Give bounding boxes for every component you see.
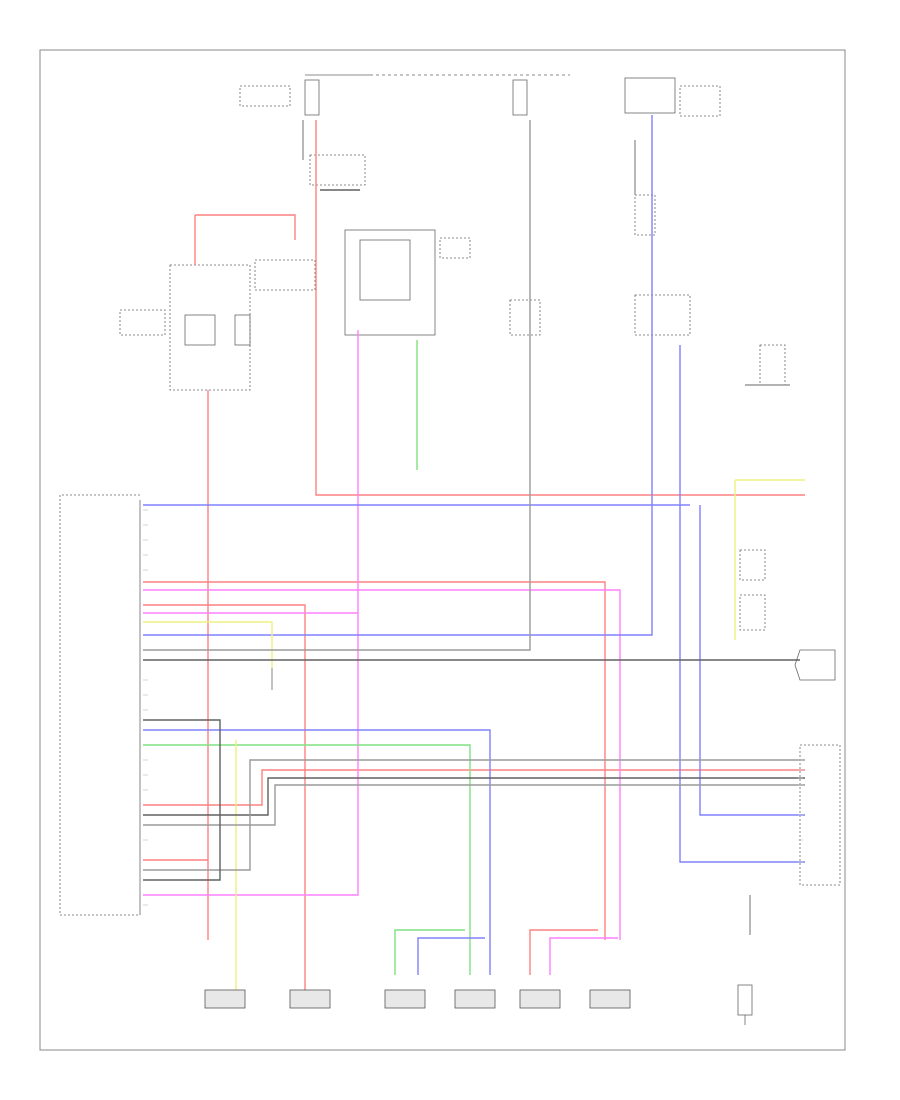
relay-mid bbox=[254, 259, 316, 291]
fuse-block-top-left bbox=[239, 74, 370, 116]
receiver-pin-column bbox=[143, 509, 148, 906]
right-tweeter bbox=[454, 989, 496, 1009]
left-tweeter bbox=[589, 989, 631, 1009]
left-front-door-speaker bbox=[519, 989, 561, 1009]
wire-blue-right-v bbox=[143, 115, 653, 636]
antenna-amplifier bbox=[799, 744, 841, 886]
wire-blue-right-drop bbox=[699, 505, 805, 816]
fuse-block-top-right bbox=[624, 77, 721, 117]
navigation-unit bbox=[794, 649, 836, 681]
wire-pink-down bbox=[143, 613, 359, 896]
relay-right-top bbox=[309, 154, 366, 186]
wire-black-loop bbox=[143, 719, 221, 881]
wire-blue-mid bbox=[143, 729, 491, 975]
wire-blue-antenna bbox=[679, 345, 805, 863]
wire-pink-up bbox=[143, 330, 359, 614]
ground-point bbox=[737, 984, 753, 1025]
relay-left bbox=[119, 264, 251, 391]
diagram-frame bbox=[39, 49, 846, 1051]
radio-receiver-assembly bbox=[59, 494, 141, 916]
antenna-pin-column bbox=[798, 759, 803, 863]
wire-gray-h2 bbox=[143, 759, 805, 871]
transmission-switch bbox=[344, 229, 471, 336]
wire-green-spk-rf bbox=[394, 929, 465, 975]
wire-red-spk-lf bbox=[529, 929, 598, 975]
wire-yellow-ground bbox=[143, 621, 273, 668]
wire-gray-center bbox=[143, 120, 531, 651]
wire-blue-spk-rf bbox=[417, 937, 485, 975]
switch-right-1 bbox=[634, 194, 656, 236]
wire-red-h1 bbox=[143, 581, 606, 940]
wire-pink-h1 bbox=[143, 589, 621, 940]
connector-right-mid bbox=[739, 549, 766, 631]
switch-center bbox=[509, 299, 541, 336]
wire-pink-spk-lf bbox=[549, 937, 618, 975]
wire-red-top-loop bbox=[195, 214, 296, 240]
switch-right-2 bbox=[634, 294, 691, 336]
wire-gray-h1 bbox=[143, 784, 805, 826]
connector-right-upper bbox=[759, 344, 786, 386]
right-front-door-speaker bbox=[384, 989, 426, 1009]
wire-red-h3 bbox=[143, 769, 805, 806]
wire-yellow-right bbox=[734, 479, 805, 640]
fuse-block-top-center bbox=[370, 74, 570, 116]
wire-red-h2 bbox=[143, 604, 306, 990]
wire-red-main bbox=[315, 120, 805, 496]
wire-green-mid bbox=[143, 744, 471, 975]
left-rear-speaker bbox=[204, 989, 246, 1009]
right-rear-speaker bbox=[289, 989, 331, 1009]
wire-black-h1 bbox=[143, 777, 805, 816]
